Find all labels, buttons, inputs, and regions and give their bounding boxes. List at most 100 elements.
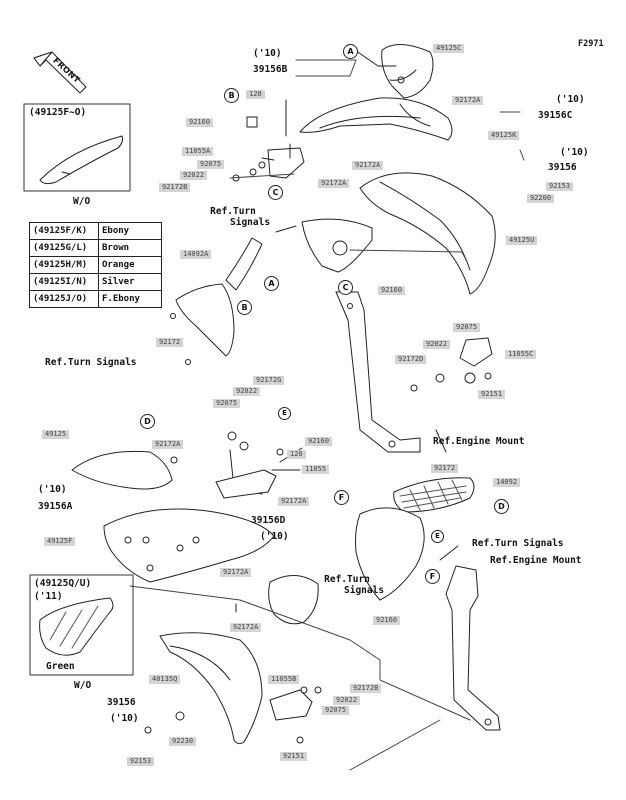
part-label-49125u: 49125U (506, 236, 538, 245)
callout-e: E (431, 530, 444, 543)
inset-bottom-caption: W/O (74, 680, 92, 691)
part-label-92075: 92075 (453, 323, 481, 332)
part-label-14092: 14092 (493, 478, 521, 487)
part-39156b: 39156B (253, 64, 288, 75)
ref-turn-signals: Ref.Turn Signals (45, 357, 137, 368)
part-label-92172a: 92172A (352, 161, 384, 170)
inset-top-title: (49125F~O) (29, 107, 87, 118)
part-label-92172d: 92172D (395, 355, 427, 364)
part-label-92172a: 92172A (152, 440, 184, 449)
inset-bottom-cover-drawing (39, 597, 114, 656)
part-39156: 39156 (107, 697, 136, 708)
frame-bracket-drawing (335, 291, 421, 453)
year-note: ('10) (253, 48, 282, 59)
callout-a: A (264, 276, 279, 291)
year-note: ('10) (560, 147, 589, 158)
ref-turn-signals: Ref.Turn Signals (210, 206, 271, 228)
color-table: (49125F/K)Ebony (49125G/L)Brown (49125H/… (29, 222, 162, 308)
part-label-92151: 92151 (280, 752, 308, 761)
part-label-49125f: 49125F (44, 537, 76, 546)
color-row: (49125F/K)Ebony (29, 222, 162, 240)
part-label-92172a: 92172A (318, 179, 350, 188)
part-label-92153: 92153 (127, 757, 155, 766)
color-row: (49125G/L)Brown (29, 239, 162, 257)
part-label-92172: 92172 (431, 464, 459, 473)
year-note: ('10) (38, 484, 67, 495)
part-label-11055b: 11055B (268, 675, 300, 684)
part-39156c: 39156C (538, 110, 573, 121)
part-label-120: 120 (287, 450, 306, 459)
inset-top-cover-drawing (39, 135, 123, 185)
lower-cover-drawing (103, 508, 275, 583)
bracket-11055a-drawing (261, 147, 305, 179)
part-label-92172a: 92172A (278, 497, 310, 506)
part-label-92172a: 92172A (220, 568, 252, 577)
part-label-92160: 92160 (373, 616, 401, 625)
part-label-92172b: 92172B (350, 684, 382, 693)
part-label-40135q: 40135Q (149, 675, 181, 684)
part-label-92075: 92075 (322, 706, 350, 715)
inset-bottom-frame (29, 574, 134, 676)
part-label-49125: 49125 (42, 430, 70, 439)
part-label-92160: 92160 (186, 118, 214, 127)
callout-d: D (140, 414, 155, 429)
headlight-housing-drawing (301, 218, 373, 273)
callout-b: B (237, 300, 252, 315)
part-label-11055: 11055 (302, 465, 330, 474)
upper-fairing-drawing (299, 97, 453, 141)
callout-d: D (494, 499, 509, 514)
inset-bottom-title: (49125Q/U) (34, 578, 92, 589)
part-label-11055a: 11055A (182, 147, 214, 156)
inset-top-frame (23, 103, 131, 192)
ref-engine-mount: Ref.Engine Mount (433, 436, 525, 447)
figure-code: F2971 (578, 39, 604, 49)
part-label-92022: 92022 (333, 696, 361, 705)
part-label-92153: 92153 (546, 182, 574, 191)
year-note: ('10) (110, 713, 139, 724)
part-label-92160: 92160 (378, 286, 406, 295)
part-label-92022: 92022 (180, 171, 208, 180)
callout-c: C (338, 280, 353, 295)
ref-turn-signals: Ref.Turn Signals (324, 574, 385, 596)
callout-f: F (334, 490, 349, 505)
callout-f: F (425, 569, 440, 584)
part-label-92022: 92022 (233, 387, 261, 396)
ref-engine-mount: Ref.Engine Mount (490, 555, 582, 566)
callout-c: C (268, 185, 283, 200)
callout-e: E (278, 407, 291, 420)
inset-bottom-year: ('11) (34, 591, 63, 602)
mid-left-cover-drawing (71, 450, 173, 490)
part-label-92022: 92022 (423, 340, 451, 349)
callout-a: A (343, 44, 358, 59)
part-label-92172a: 92172A (452, 96, 484, 105)
part-39156a: 39156A (38, 501, 73, 512)
part-label-92230: 92230 (169, 737, 197, 746)
engine-mount-bracket-drawing (445, 565, 501, 731)
mesh-grille-drawing (393, 477, 475, 513)
part-label-92172b: 92172B (159, 183, 191, 192)
color-row: (49125J/O)F.Ebony (29, 290, 162, 308)
upper-cover-drawing (381, 44, 434, 99)
part-39156: 39156 (548, 162, 577, 173)
year-note: ('10) (260, 531, 289, 542)
part-label-92172: 92172 (156, 338, 184, 347)
part-label-92151: 92151 (478, 390, 506, 399)
year-note: ('10) (556, 94, 585, 105)
part-label-49125c: 49125C (433, 44, 465, 53)
part-label-92160: 92160 (305, 437, 333, 446)
color-row: (49125I/N)Silver (29, 273, 162, 291)
part-label-92075: 92075 (213, 399, 241, 408)
part-39156d: 39156D (251, 515, 286, 526)
part-label-120: 120 (246, 90, 265, 99)
inset-bottom-color: Green (46, 661, 75, 672)
lower-fairing-drawing (159, 632, 263, 745)
part-label-92075: 92075 (197, 160, 225, 169)
front-arrow-icon (33, 51, 87, 94)
inset-top-caption: W/O (73, 196, 91, 207)
callout-b: B (224, 88, 239, 103)
side-cover-upper-drawing (175, 283, 235, 357)
part-label-92172g: 92172G (253, 376, 285, 385)
part-label-14092a: 14092A (180, 250, 212, 259)
right-fairing-drawing (359, 172, 496, 295)
